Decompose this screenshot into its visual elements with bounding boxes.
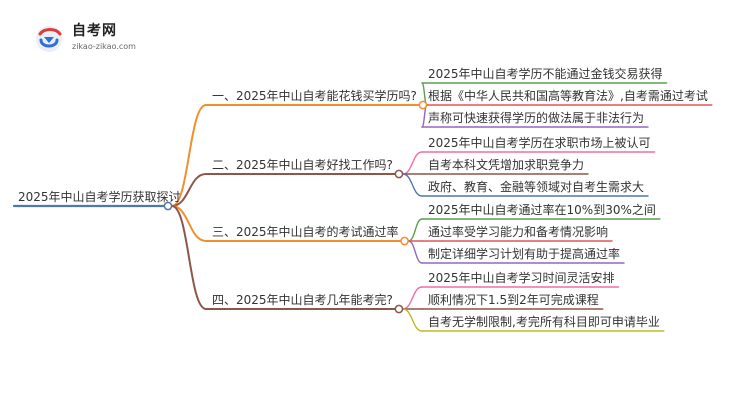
leaf-node: 2025年中山自考学习时间灵活安排	[428, 271, 615, 285]
branch-collapse-toggle[interactable]	[394, 304, 404, 314]
leaf-node: 根据《中华人民共和国高等教育法》,自考需通过考试	[428, 89, 708, 103]
leaf-node: 自考无学制限制,考完所有科目即可申请毕业	[428, 315, 660, 329]
branch-collapse-toggle[interactable]	[418, 100, 428, 110]
leaf-node: 顺利情况下1.5到2年可完成课程	[428, 293, 599, 307]
site-name: 自考网	[72, 23, 117, 39]
graduation-cap-icon	[36, 26, 62, 52]
root-collapse-toggle[interactable]	[163, 201, 173, 211]
leaf-connector	[402, 151, 423, 175]
leaf-connector	[402, 308, 423, 332]
branch-collapse-toggle[interactable]	[400, 236, 409, 246]
leaf-node: 通过率受学习能力和备考情况影响	[428, 225, 609, 239]
root-node: 2025年中山自考学历获取探讨	[18, 190, 181, 204]
leaf-connector	[407, 240, 423, 264]
leaf-node: 2025年中山自考学历在求职市场上被认可	[428, 136, 651, 150]
leaf-node: 2025年中山自考学历不能通过金钱交易获得	[428, 67, 663, 81]
branch-connector	[171, 205, 207, 310]
leaf-node: 制定详细学习计划有助于提高通过率	[428, 247, 621, 261]
leaf-node: 声称可快速获得学历的做法属于非法行为	[428, 111, 645, 125]
leaf-node: 政府、教育、金融等领域对自考生需求大	[428, 180, 645, 194]
branch-node: 一、2025年中山自考能花钱买学历吗?	[212, 89, 417, 103]
leaf-connector	[402, 286, 423, 310]
branch-connector	[171, 205, 207, 242]
leaf-connector	[402, 173, 423, 197]
leaf-connector	[407, 218, 423, 242]
leaf-node: 自考本科文凭增加求职竞争力	[428, 158, 585, 172]
site-logo[interactable]: 自考网 zikao-zikao.com	[32, 20, 142, 60]
branch-node: 三、2025年中山自考的考试通过率	[212, 225, 399, 239]
branch-collapse-toggle[interactable]	[394, 169, 404, 179]
branch-node: 二、2025年中山自考好找工作吗?	[212, 158, 393, 172]
branch-node: 四、2025年中山自考几年能考完?	[212, 293, 393, 307]
leaf-node: 2025年中山自考通过率在10%到30%之间	[428, 203, 656, 217]
branch-connector	[171, 104, 207, 207]
branch-connector	[171, 173, 207, 207]
site-url: zikao-zikao.com	[72, 42, 136, 51]
